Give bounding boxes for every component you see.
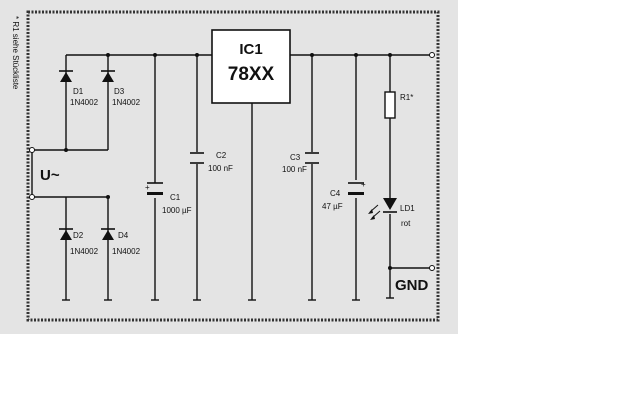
d4-value: 1N4002 bbox=[112, 247, 141, 256]
terminal-ac-1 bbox=[29, 147, 35, 153]
capacitor-c3 bbox=[305, 152, 319, 164]
d4-ref: D4 bbox=[118, 231, 129, 240]
d2-ref: D2 bbox=[73, 231, 84, 240]
junctions bbox=[64, 53, 392, 270]
d1-value: 1N4002 bbox=[70, 98, 99, 107]
board-outline bbox=[26, 10, 440, 322]
capacitor-c2 bbox=[190, 152, 204, 164]
gnd-label: GND bbox=[395, 277, 429, 294]
side-note: * R1 siehe Stückliste bbox=[11, 16, 20, 90]
terminal-ac-2 bbox=[29, 194, 35, 200]
c2-ref: C2 bbox=[216, 151, 227, 160]
c3-ref: C3 bbox=[290, 153, 301, 162]
c2-value: 100 nF bbox=[208, 164, 233, 173]
terminal-output bbox=[429, 52, 435, 58]
diode-d1 bbox=[59, 70, 73, 82]
ld1-value: rot bbox=[401, 219, 411, 228]
ground-ends bbox=[62, 297, 394, 301]
c1-ref: C1 bbox=[170, 193, 181, 202]
resistor-r1 bbox=[384, 91, 396, 119]
c1-value: 1000 µF bbox=[162, 206, 192, 215]
c3-value: 100 nF bbox=[282, 165, 307, 174]
capacitor-c4 bbox=[348, 182, 364, 195]
ld1-ref: LD1 bbox=[400, 204, 415, 213]
d3-value: 1N4002 bbox=[112, 98, 141, 107]
c4-polarity: + bbox=[361, 180, 366, 189]
d2-value: 1N4002 bbox=[70, 247, 99, 256]
d1-ref: D1 bbox=[73, 87, 84, 96]
terminal-gnd bbox=[429, 265, 435, 271]
c4-value: 47 µF bbox=[322, 202, 343, 211]
d3-ref: D3 bbox=[114, 87, 125, 96]
c4-ref: C4 bbox=[330, 189, 341, 198]
capacitor-c1 bbox=[147, 180, 163, 195]
led-ld1 bbox=[368, 198, 397, 220]
regulator-name: IC1 bbox=[239, 41, 262, 58]
regulator-ic1 bbox=[211, 29, 291, 104]
c1-polarity: + bbox=[145, 183, 150, 192]
diode-d2 bbox=[59, 228, 73, 240]
diode-d3 bbox=[101, 70, 115, 82]
r1-ref: R1* bbox=[400, 93, 413, 102]
input-label: U~ bbox=[40, 167, 60, 184]
regulator-type: 78XX bbox=[228, 64, 275, 85]
diode-d4 bbox=[101, 228, 115, 240]
